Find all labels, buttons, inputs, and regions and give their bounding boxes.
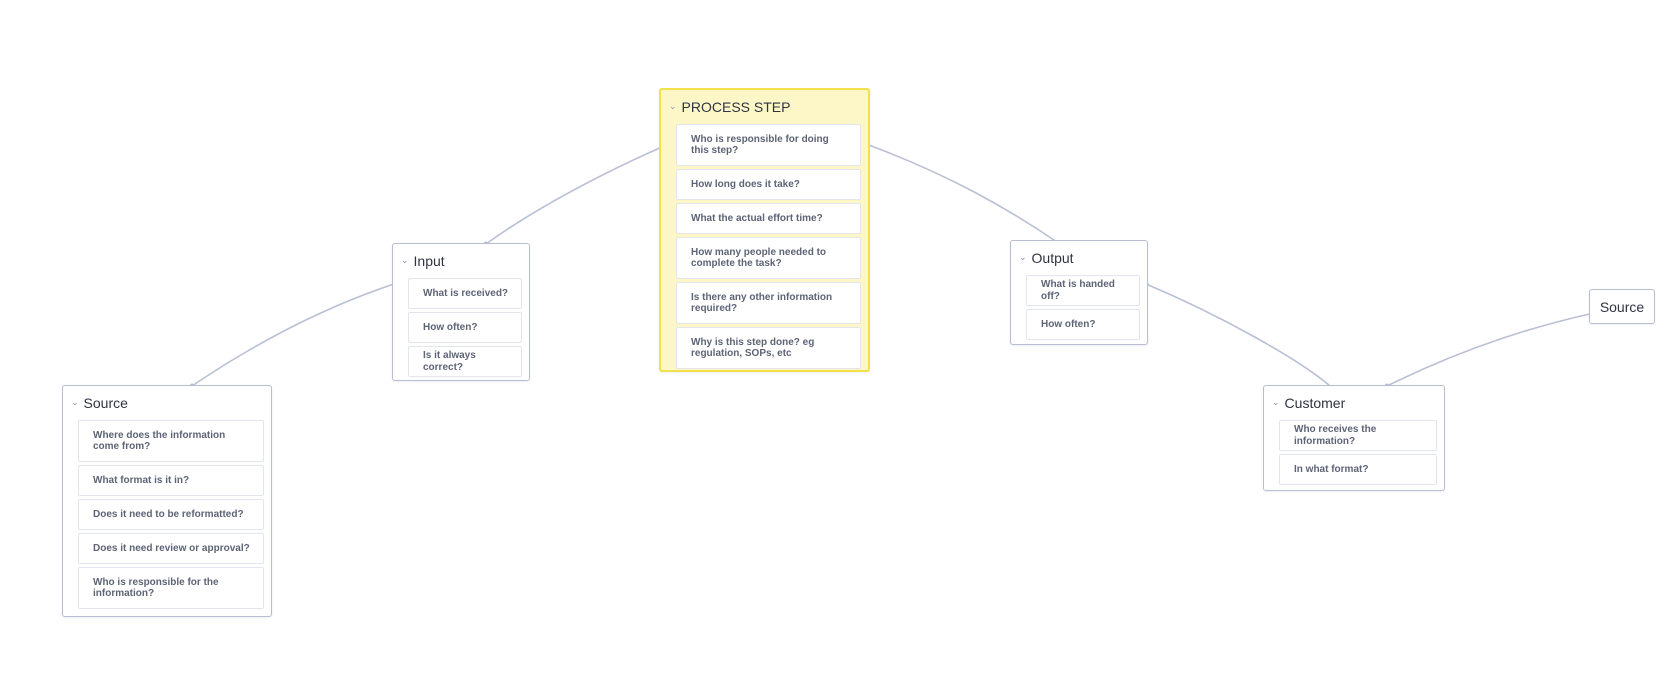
node-title: PROCESS STEP bbox=[681, 99, 791, 115]
list-item[interactable]: How many people needed to complete the t… bbox=[676, 237, 861, 279]
list-item[interactable]: Who is responsible for the information? bbox=[78, 567, 264, 609]
edge-process-output bbox=[865, 143, 1058, 243]
edge-input-process bbox=[485, 145, 665, 245]
chevron-down-icon[interactable]: ⌄ bbox=[401, 254, 409, 265]
node-title: Output bbox=[1031, 250, 1074, 266]
output-node-header[interactable]: ⌄ Output bbox=[1011, 241, 1147, 275]
list-item[interactable]: How often? bbox=[408, 312, 522, 343]
input-node[interactable]: ⌄ Input What is received? How often? Is … bbox=[392, 243, 530, 381]
edge-customer-source bbox=[1386, 312, 1595, 387]
list-item[interactable]: Does it need to be reformatted? bbox=[78, 499, 264, 530]
customer-node-header[interactable]: ⌄ Customer bbox=[1264, 386, 1444, 420]
source-end-node[interactable]: Source bbox=[1589, 289, 1655, 324]
chevron-down-icon[interactable]: ⌄ bbox=[669, 100, 677, 111]
list-item[interactable]: Who receives the information? bbox=[1279, 420, 1437, 451]
node-title: Source bbox=[1599, 298, 1645, 315]
list-item[interactable]: How often? bbox=[1026, 309, 1140, 340]
list-item[interactable]: Is it always correct? bbox=[408, 346, 522, 377]
process-step-node-header[interactable]: ⌄ PROCESS STEP bbox=[661, 90, 868, 124]
edge-output-customer bbox=[1145, 283, 1331, 387]
customer-node[interactable]: ⌄ Customer Who receives the information?… bbox=[1263, 385, 1445, 491]
list-item[interactable]: Does it need review or approval? bbox=[78, 533, 264, 564]
list-item[interactable]: What format is it in? bbox=[78, 465, 264, 496]
process-step-node[interactable]: ⌄ PROCESS STEP Who is responsible for do… bbox=[659, 88, 870, 372]
list-item[interactable]: Why is this step done? eg regulation, SO… bbox=[676, 327, 861, 369]
list-item[interactable]: What is received? bbox=[408, 278, 522, 309]
list-item[interactable]: In what format? bbox=[1279, 454, 1437, 485]
chevron-down-icon[interactable]: ⌄ bbox=[1019, 251, 1027, 262]
node-title: Input bbox=[413, 253, 445, 269]
node-title: Customer bbox=[1284, 395, 1346, 411]
node-title: Source bbox=[83, 395, 128, 411]
list-item[interactable]: How long does it take? bbox=[676, 169, 861, 200]
edge-source-input bbox=[191, 282, 398, 387]
list-item[interactable]: What the actual effort time? bbox=[676, 203, 861, 234]
list-item[interactable]: What is handed off? bbox=[1026, 275, 1140, 306]
list-item[interactable]: Who is responsible for doing this step? bbox=[676, 124, 861, 166]
chevron-down-icon[interactable]: ⌄ bbox=[1272, 396, 1280, 407]
input-node-header[interactable]: ⌄ Input bbox=[393, 244, 529, 278]
chevron-down-icon[interactable]: ⌄ bbox=[71, 396, 79, 407]
source-node-header[interactable]: ⌄ Source bbox=[63, 386, 271, 420]
source-node[interactable]: ⌄ Source Where does the information come… bbox=[62, 385, 272, 617]
output-node[interactable]: ⌄ Output What is handed off? How often? bbox=[1010, 240, 1148, 345]
list-item[interactable]: Where does the information come from? bbox=[78, 420, 264, 462]
list-item[interactable]: Is there any other information required? bbox=[676, 282, 861, 324]
